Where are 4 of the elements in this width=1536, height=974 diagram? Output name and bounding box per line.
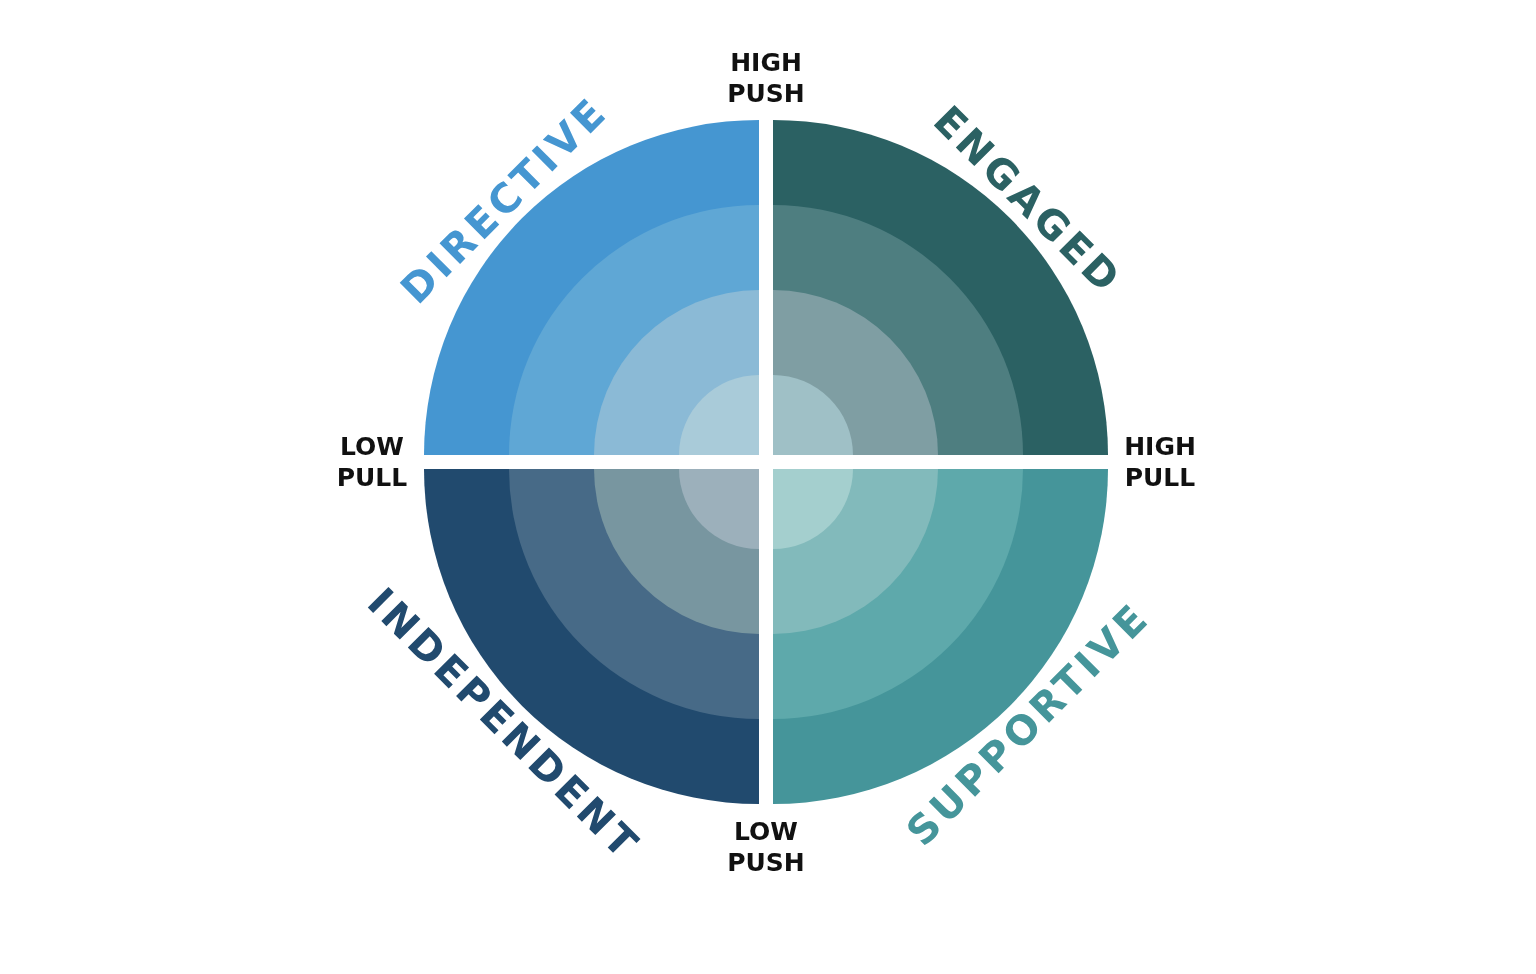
axis-label: HIGH PUSH [726,47,806,109]
axis-label: LOW PUSH [726,816,806,878]
axis-label: LOW PULL [335,431,409,493]
axis-label: HIGH PULL [1123,431,1197,493]
